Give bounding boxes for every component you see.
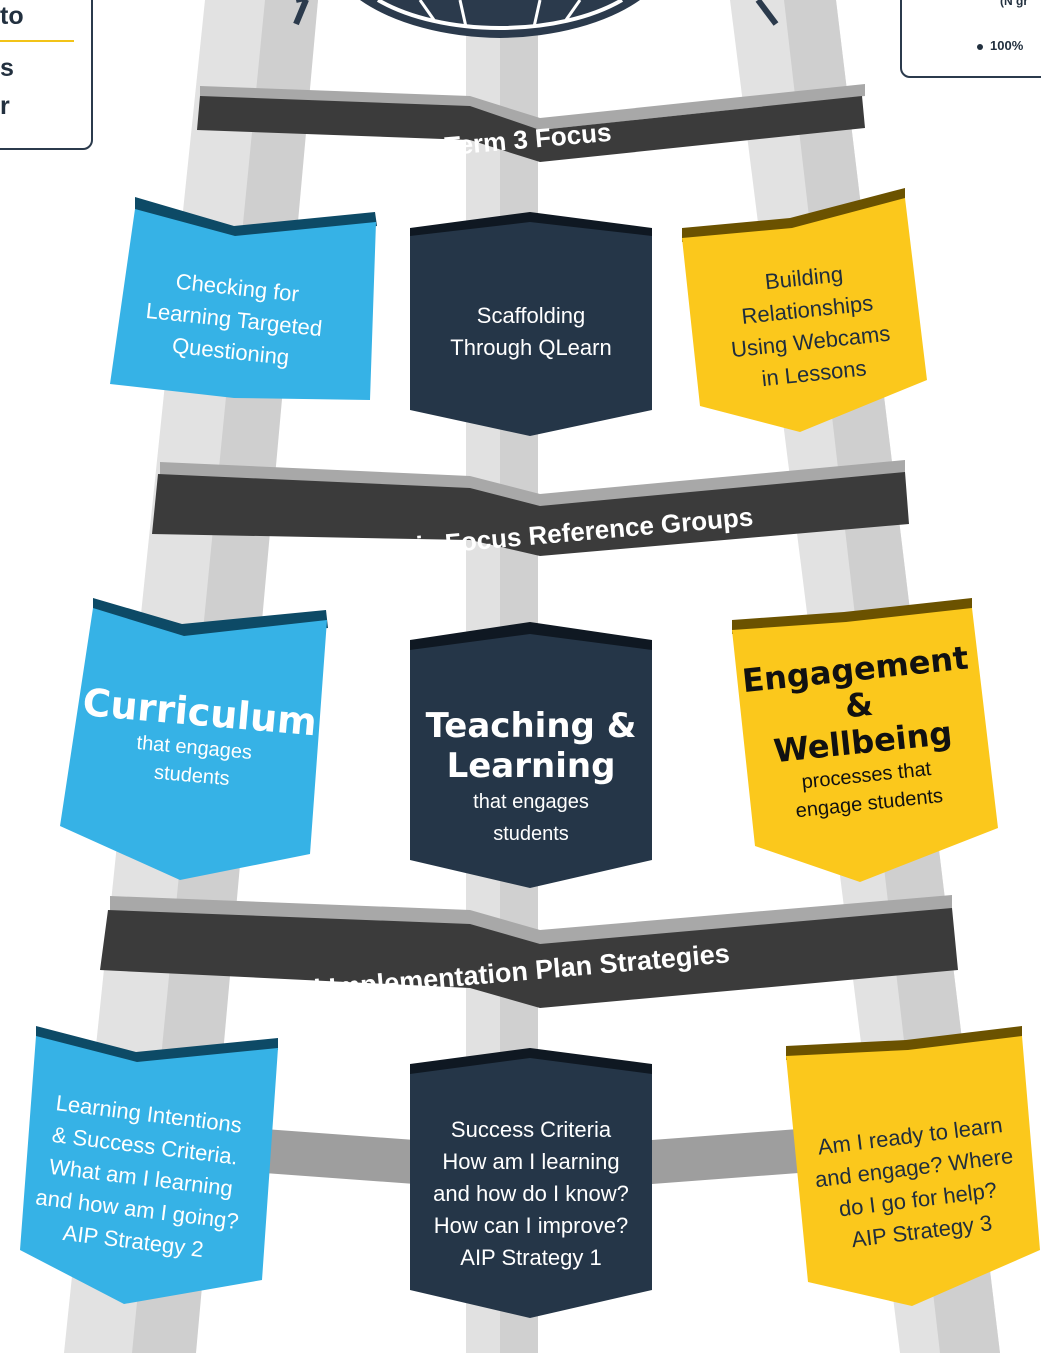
teaching-sub-2: students — [493, 823, 569, 845]
bottom-left-crossbar — [250, 1128, 415, 1184]
teaching-title-2: Learning — [446, 746, 616, 786]
group-panel-center — [410, 622, 652, 888]
strategic-rung — [152, 460, 909, 556]
aip-center-line-5: AIP Strategy 1 — [460, 1245, 602, 1270]
engagement-text: Engagement & Wellbeing processes that en… — [734, 638, 990, 830]
left-corner-text-1: s — [0, 54, 14, 82]
aip-center-line-1: Success Criteria — [450, 1117, 612, 1142]
term-panel-right — [682, 188, 927, 432]
aip-left-text: Learning Intentions & Success Criteria. … — [5, 1083, 277, 1273]
bottom-right-crossbar — [652, 1128, 812, 1184]
term-center-line-1: Scaffolding — [476, 303, 586, 328]
term-center-line-2: Through QLearn — [450, 335, 612, 360]
wheel-icon — [293, 0, 779, 38]
term-right-text: Building Relationships Using Webcams in … — [700, 252, 918, 401]
aip-panel-right — [786, 1026, 1040, 1306]
teaching-title-1: Teaching & — [425, 706, 637, 746]
teaching-learning-text: Teaching & Learning that engages student… — [412, 706, 650, 850]
right-corner-callout — [900, 0, 1041, 78]
right-corner-text-1: (N gr — [1000, 0, 1028, 8]
bullet-icon — [977, 44, 983, 50]
aip-panel-left — [20, 1026, 278, 1304]
aip-center-text: Success Criteria How am I learning and h… — [412, 1114, 650, 1274]
group-panel-left — [60, 598, 328, 880]
group-panel-right — [732, 598, 998, 882]
term-panel-center — [410, 212, 652, 436]
left-corner-text-top: to — [0, 2, 24, 30]
left-corner-text-2: r — [0, 92, 10, 120]
curriculum-text: Curriculum that engages students — [76, 680, 319, 800]
aip-center-line-3: and how do I know? — [433, 1181, 629, 1206]
aip-center-line-4: How can I improve? — [433, 1213, 629, 1238]
annual-rung — [100, 895, 958, 1008]
right-corner-text-2: 100% — [990, 38, 1024, 53]
term-center-text: Scaffolding Through QLearn — [420, 300, 642, 364]
aip-center-line-2: How am I learning — [442, 1149, 620, 1174]
left-corner-callout — [0, 0, 93, 150]
aip-panel-center — [410, 1048, 652, 1318]
left-corner-rule — [0, 40, 74, 42]
teaching-sub-1: that engages — [473, 791, 589, 813]
term-panel-left — [110, 197, 377, 400]
term-focus-rung — [197, 84, 865, 162]
